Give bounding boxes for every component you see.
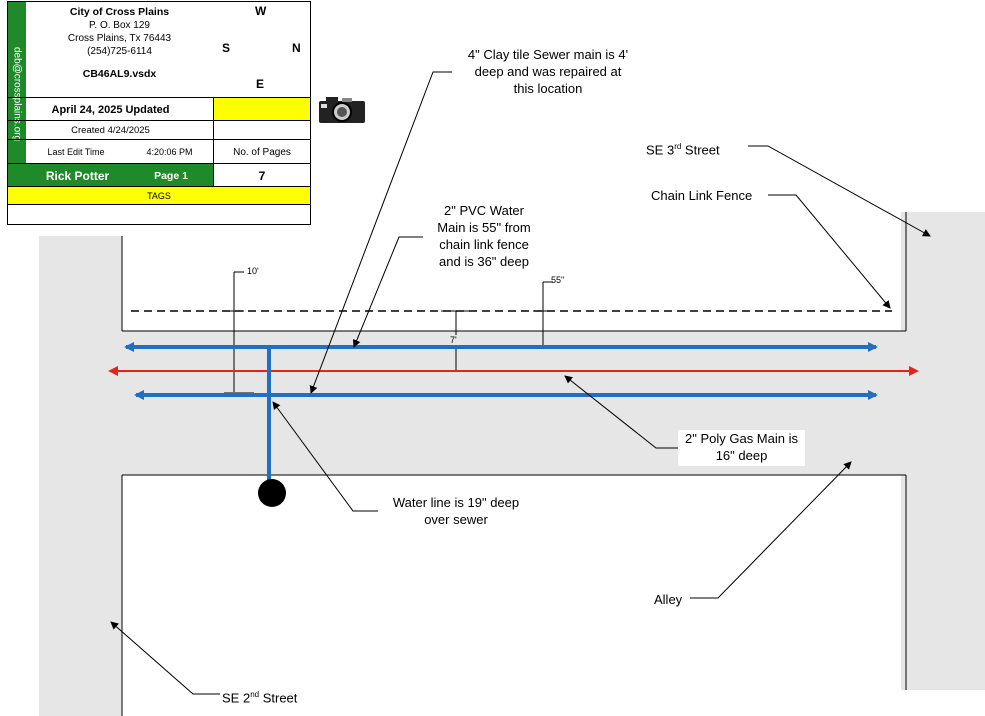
row-created: Created 4/24/2025 [8,120,310,140]
title-block: deb@crossplains.org City of Cross Plains… [7,1,311,225]
roads [39,212,985,716]
camera-icon[interactable] [319,97,365,123]
alley-label: Alley [654,592,683,607]
po-box: P. O. Box 129 [89,20,150,31]
chain-link-fence-label: Chain Link Fence [651,188,753,203]
address-block: City of Cross Plains P. O. Box 129 Cross… [26,2,213,97]
compass-top-letter: W [255,4,267,18]
updated-highlight [214,98,310,121]
last-edit-time: 4:20:06 PM [146,147,193,157]
phone: (254)725-6114 [87,46,152,57]
row-updated: April 24, 2025 Updated [8,97,310,121]
file-name: CB46AL9.vsdx [82,68,157,80]
se-2nd-street-road [39,236,122,716]
row-blank [8,204,310,225]
compass-right-letter: N [292,41,301,55]
city-state: Cross Plains, Tx 76443 [67,33,172,44]
dimension-55in [533,281,553,348]
row-tags: TAGS [8,186,310,205]
se-3rd-street-label: SE 3rd Street [646,142,720,158]
dimension-10ft-label: 10' [247,266,259,276]
page-count: 7 [214,164,310,187]
created-text: Created 4/24/2025 [71,125,150,136]
compass-left-letter: S [222,41,231,55]
dimension-55in-label: 55" [551,275,565,285]
water-main-label: 2" PVC Water Main is 55" from chain link… [425,202,543,270]
row-last-edit: Last Edit Time 4:20:06 PM No. of Pages [8,139,310,164]
gas-main-label: 2" Poly Gas Main is 16" deep [678,430,805,466]
water-meter-icon [258,479,286,507]
water-line-label: Water line is 19" deep over sewer [392,495,520,527]
tags-text[interactable]: TAGS [147,191,171,201]
org-name: City of Cross Plains [69,6,170,18]
se-2nd-street-label: SE 2nd Street [222,690,298,706]
author-name: Rick Potter [45,168,110,183]
page-number: Page 1 [154,169,188,182]
row-author: Rick Potter Page 1 7 [8,163,310,187]
updated-text: April 24, 2025 Updated [51,103,170,116]
sewer-main-label: 4" Clay tile Sewer main is 4' deep and w… [452,46,644,97]
pages-label: No. of Pages [233,146,291,158]
dimension-7ft-label: 7' [450,335,457,345]
compass-bottom-letter: E [256,77,265,91]
email-sidebar: deb@crossplains.org [8,2,26,186]
last-edit-label: Last Edit Time [47,147,105,157]
se-3rd-street-road [901,212,985,690]
